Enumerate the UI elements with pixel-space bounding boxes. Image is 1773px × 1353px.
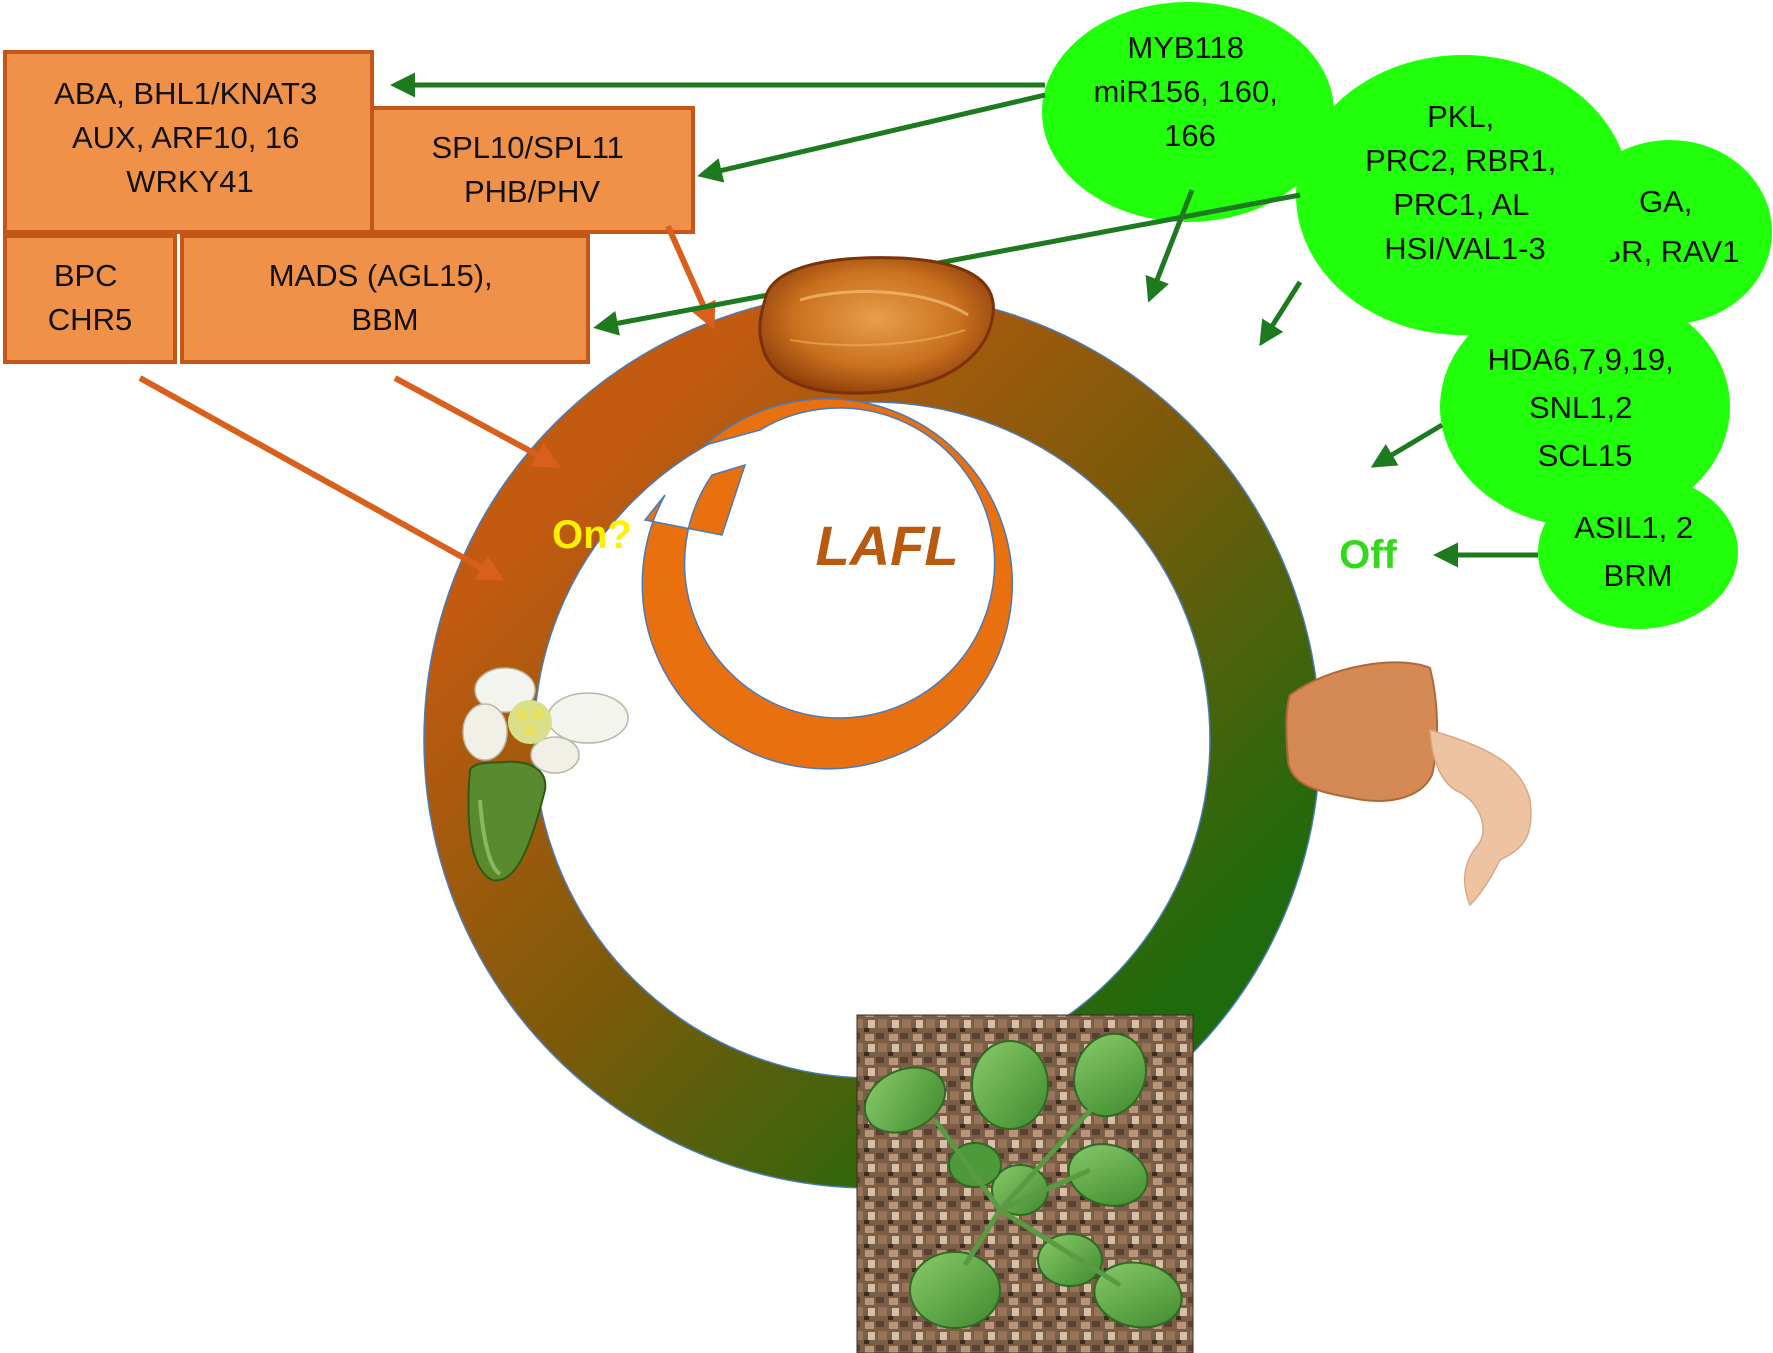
pkl-line-3: PRC1, AL bbox=[1393, 187, 1529, 222]
asil-line-2: BRM bbox=[1604, 558, 1673, 593]
myb118-line-2: miR156, 160, bbox=[1093, 74, 1277, 109]
off-label: Off bbox=[1339, 533, 1397, 577]
pkl-line-1: PKL, bbox=[1427, 99, 1494, 134]
repression-arrow-pkl-to-ring bbox=[1259, 280, 1303, 347]
svg-text:ABA, BHL1/KNAT3 AUX, AR: ABA, BHL1/KNAT3 AUX, ARF10, 16 WRKY41 bbox=[54, 76, 326, 199]
on-label: On? bbox=[552, 513, 632, 557]
ga-line-1: GA, bbox=[1639, 184, 1692, 219]
repressor-ellipse-asil: ASIL1, 2 BRM bbox=[1538, 475, 1738, 629]
germinating-seedling-image bbox=[1285, 661, 1532, 907]
activator-box-bpc: BPC CHR5 bbox=[3, 234, 177, 364]
myb118-line-3: 166 bbox=[1164, 118, 1216, 153]
ga-line-2: BR, RAV1 bbox=[1601, 234, 1740, 269]
svg-text:ASIL1, 2 BRM: ASIL1, 2 BRM bbox=[1574, 510, 1702, 593]
svg-text:MYB118 miR156, 160,: MYB118 miR156, 160, 166 bbox=[1093, 30, 1286, 153]
aba-line-3: WRKY41 bbox=[126, 164, 253, 199]
svg-text:HDA6,7,9,19, SNL1,2: HDA6,7,9,19, SNL1,2 SCL15 bbox=[1488, 342, 1683, 473]
repression-arrow-myb118-to-ring bbox=[1145, 189, 1195, 303]
svg-text:MADS (AGL15), BBM: MADS (AGL15), BBM bbox=[269, 258, 502, 337]
mads-line-2: BBM bbox=[351, 302, 418, 337]
asil-line-1: ASIL1, 2 bbox=[1574, 510, 1693, 545]
lafl-label: LAFL bbox=[815, 514, 958, 577]
svg-text:SPL10/SPL11 PHB/PHV: SPL10/SPL11 PHB/PHV bbox=[431, 130, 632, 209]
spl-line-1: SPL10/SPL11 bbox=[431, 130, 623, 165]
repression-arrow-hda-to-ring bbox=[1370, 422, 1444, 468]
pkl-line-2: PRC2, RBR1, bbox=[1365, 143, 1556, 178]
pkl-line-4: HSI/VAL1-3 bbox=[1384, 231, 1545, 266]
hda-line-3: SCL15 bbox=[1538, 438, 1633, 473]
spl-line-2: PHB/PHV bbox=[464, 174, 600, 209]
activator-box-spl: SPL10/SPL11 PHB/PHV bbox=[370, 106, 695, 234]
seed-image bbox=[758, 256, 995, 395]
bpc-line-1: BPC bbox=[54, 258, 118, 293]
repression-arrow-myb118-to-spl bbox=[697, 92, 1046, 183]
repressor-ellipse-pkl: PKL, PRC2, RBR1, PRC1, AL HSI/VAL1-3 bbox=[1296, 55, 1630, 335]
repressor-ellipse-hda: HDA6,7,9,19, SNL1,2 SCL15 bbox=[1440, 287, 1730, 527]
myb118-line-1: MYB118 bbox=[1127, 30, 1244, 65]
activation-arrow-bpc-to-ring bbox=[138, 375, 505, 581]
svg-text:BPC CHR5: BPC CHR5 bbox=[48, 258, 132, 337]
hda-line-1: HDA6,7,9,19, bbox=[1488, 342, 1674, 377]
svg-text:PKL, PRC2, RBR1, P: PKL, PRC2, RBR1, PRC1, AL HSI/VAL1-3 bbox=[1365, 99, 1565, 266]
activator-box-mads: MADS (AGL15), BBM bbox=[180, 234, 590, 364]
activation-arrow-mads-to-ring bbox=[393, 375, 561, 468]
lafl-loop-arrow bbox=[641, 398, 1013, 770]
mads-line-1: MADS (AGL15), bbox=[269, 258, 493, 293]
rosette-plant-photo bbox=[856, 1014, 1194, 1353]
flower-image bbox=[462, 667, 629, 882]
bpc-line-2: CHR5 bbox=[48, 302, 132, 337]
activator-box-aba: ABA, BHL1/KNAT3 AUX, ARF10, 16 WRKY41 bbox=[3, 50, 374, 234]
repressor-ellipse-myb118: MYB118 miR156, 160, 166 bbox=[1042, 2, 1334, 222]
aba-line-2: AUX, ARF10, 16 bbox=[72, 120, 299, 155]
hda-line-2: SNL1,2 bbox=[1529, 390, 1632, 425]
aba-line-1: ABA, BHL1/KNAT3 bbox=[54, 76, 317, 111]
svg-text:GA, BR, RAV1: GA, BR, RAV1 bbox=[1601, 184, 1740, 269]
